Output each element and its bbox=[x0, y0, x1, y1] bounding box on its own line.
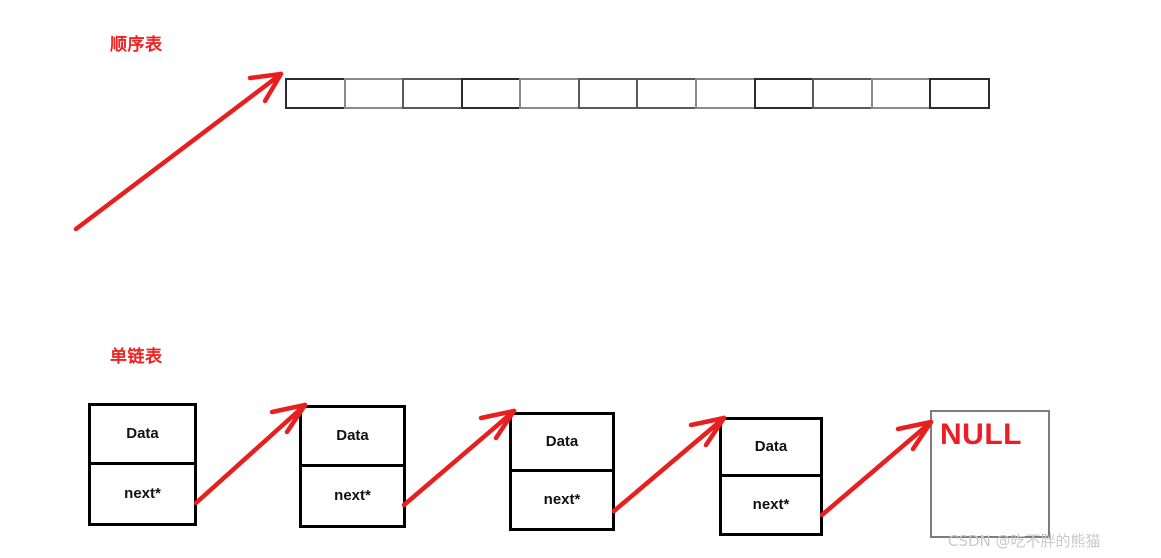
arrow-node3-to-node4 bbox=[611, 415, 727, 514]
linked-list-node: Data next* bbox=[509, 412, 615, 531]
pointer-arrow-to-array bbox=[73, 71, 284, 232]
array-cell bbox=[519, 78, 580, 109]
linked-list-label: 单链表 bbox=[110, 347, 163, 366]
arrow-node4-to-null bbox=[819, 419, 934, 518]
node-data-cell: Data bbox=[512, 415, 612, 472]
array-cell bbox=[636, 78, 698, 109]
array-cell bbox=[285, 78, 346, 109]
node-next-cell: next* bbox=[543, 491, 581, 509]
node-data-cell: Data bbox=[91, 406, 194, 465]
arrow-node1-to-node2 bbox=[193, 402, 308, 506]
arrow-node2-to-node3 bbox=[401, 408, 517, 508]
array-cell bbox=[577, 78, 639, 109]
node-next-cell: next* bbox=[124, 485, 161, 503]
node-data-cell: Data bbox=[722, 420, 820, 477]
array-cell bbox=[460, 78, 522, 109]
csdn-watermark: CSDN @吃不胖的熊猫 bbox=[948, 532, 1101, 550]
node-data-cell: Data bbox=[302, 408, 403, 467]
sequential-list-label: 顺序表 bbox=[110, 35, 163, 54]
linked-list-node: Data next* bbox=[299, 405, 406, 528]
array-cell bbox=[343, 78, 405, 109]
array-cell bbox=[929, 78, 990, 109]
array-cell bbox=[402, 78, 463, 109]
array-cell bbox=[695, 78, 756, 109]
array-cell bbox=[753, 78, 815, 109]
array-cell bbox=[870, 78, 932, 109]
linked-list-node: Data next* bbox=[88, 403, 197, 526]
null-terminator-box: NULL bbox=[930, 410, 1050, 538]
sequential-array bbox=[285, 78, 990, 109]
null-label: NULL bbox=[940, 418, 1022, 451]
node-next-cell: next* bbox=[752, 496, 790, 514]
node-next-cell: next* bbox=[334, 487, 371, 505]
array-cell bbox=[812, 78, 873, 109]
linked-list-node: Data next* bbox=[719, 417, 823, 536]
